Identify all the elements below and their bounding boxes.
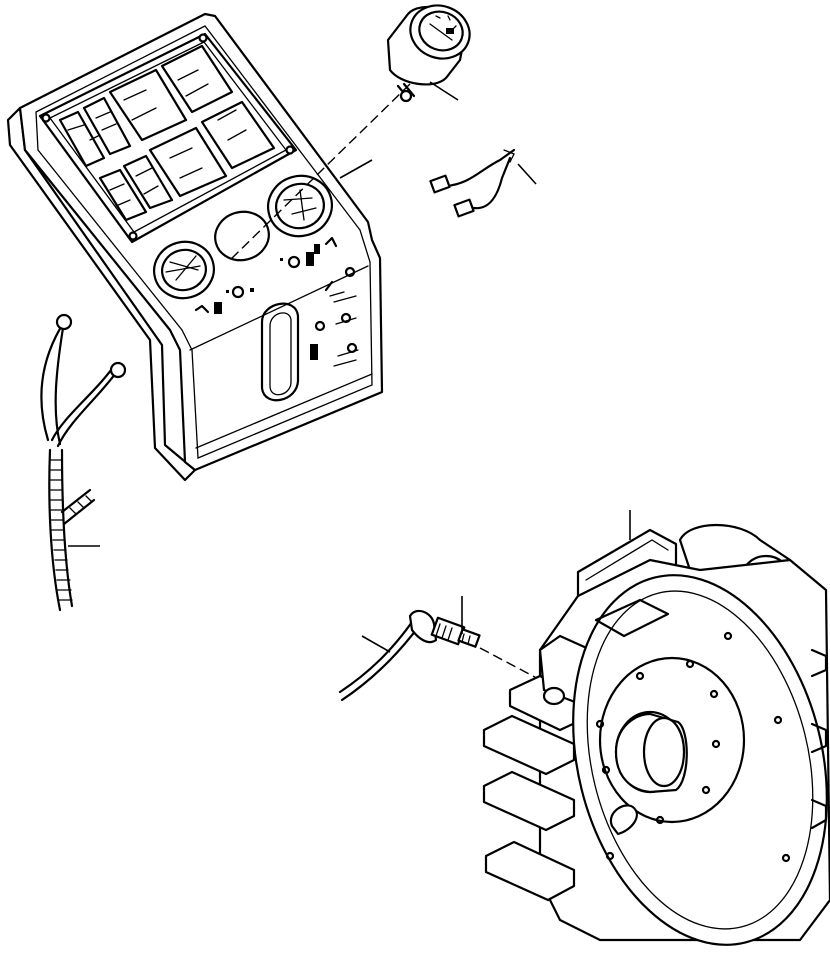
instrument-panel (6, 12, 384, 482)
gauge-wire-lead (429, 148, 537, 218)
tachometer-gauge (386, 4, 471, 103)
gauge-needle (429, 15, 457, 41)
warning-lamp-windows (58, 44, 276, 222)
warning-lamp-frame (38, 32, 298, 244)
gauge-leader (429, 81, 459, 101)
panel-inner-border (35, 25, 373, 459)
panel-oval-window (260, 302, 300, 402)
panel-gauge-right (267, 174, 333, 238)
flywheel-housing (482, 510, 830, 946)
housing-bell-rim (586, 590, 814, 930)
gauge-install-line (227, 83, 411, 263)
wiring-harness (40, 313, 127, 612)
gauge-mounting-hole (214, 210, 270, 262)
panel-indicators (194, 236, 359, 367)
panel-screws (41, 33, 295, 241)
sensor-cable (338, 620, 414, 694)
speed-sensor (338, 596, 481, 702)
gauge-face (418, 10, 464, 52)
panel-leader (339, 159, 373, 179)
panel-bottom-strip (189, 265, 373, 449)
panel-gauge-left (153, 240, 215, 300)
housing-bolt-holes (595, 631, 791, 863)
panel-side-shell (6, 106, 197, 482)
